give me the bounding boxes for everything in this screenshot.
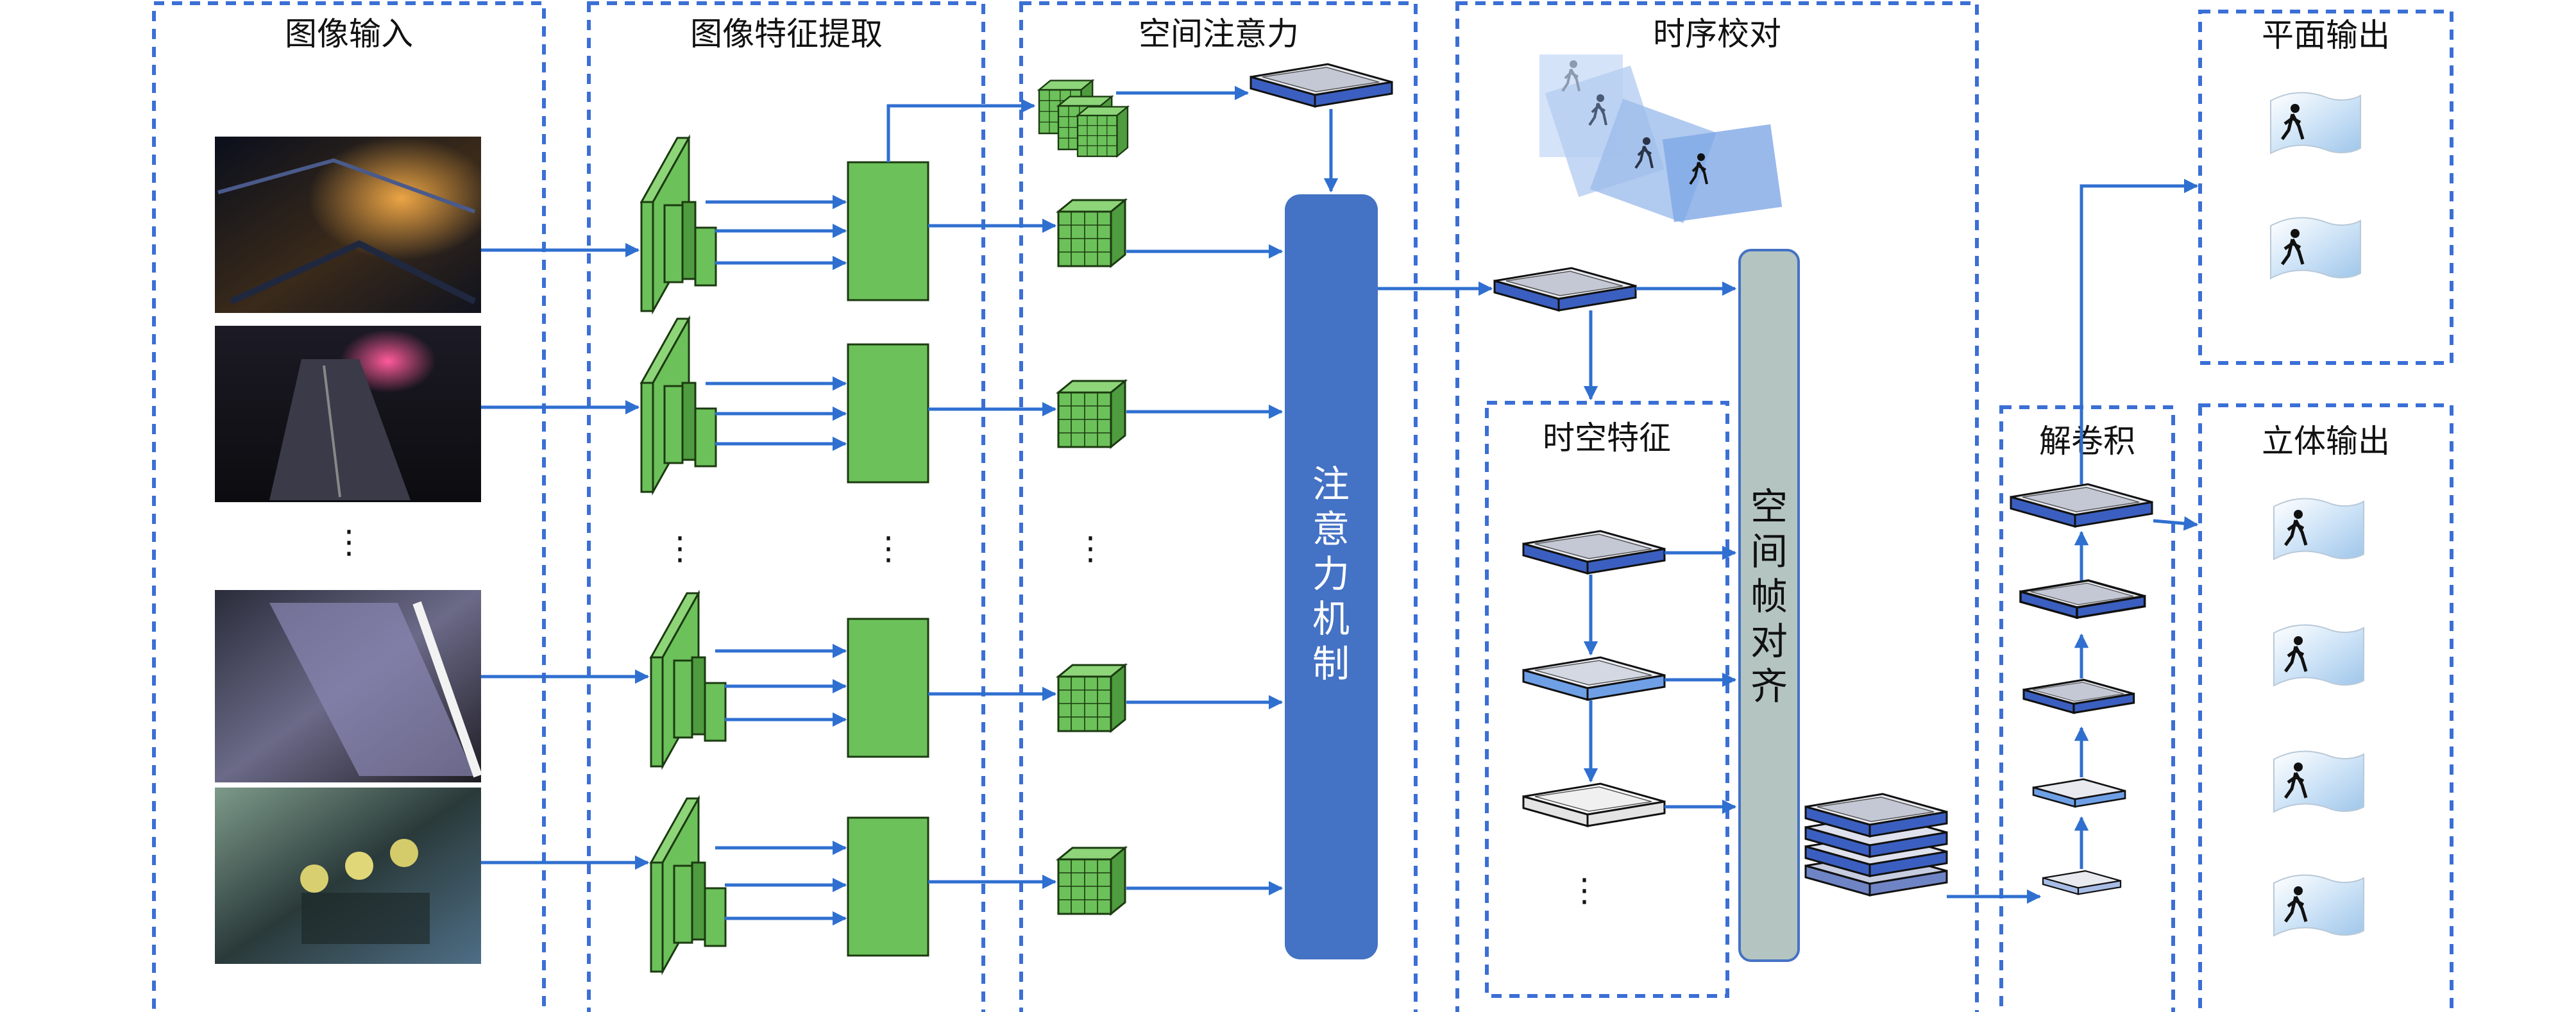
feature-cube-2 xyxy=(1057,380,1126,448)
stereo-output-4 xyxy=(2273,874,2364,936)
panel-image-input xyxy=(152,1,546,1012)
stereo-output-1 xyxy=(2273,498,2364,560)
walking-person-icon xyxy=(2284,886,2308,923)
panel-title-temporal-alignment: 时序校对 xyxy=(1653,15,1781,53)
feature-box-3 xyxy=(847,618,929,758)
deconv-layer-1 xyxy=(2010,483,2153,528)
walking-person-icon xyxy=(2284,510,2308,546)
attention-mechanism-label: 注 意 力 机 制 xyxy=(1312,462,1350,686)
input-image-2 xyxy=(215,326,481,502)
panel-title-planar-output: 平面输出 xyxy=(2262,17,2390,54)
deconv-layer-5 xyxy=(2042,870,2122,895)
feature-box-ellipsis: ⋮ xyxy=(872,530,904,567)
walking-person-icon xyxy=(2284,763,2308,799)
feature-box-4 xyxy=(847,816,929,957)
panel-temporal-alignment xyxy=(1455,1,1979,1012)
panel-deconvolution xyxy=(1999,405,2175,1012)
walking-person-icon xyxy=(2284,636,2308,673)
attention-char-2: 意 xyxy=(1312,507,1350,551)
attention-char-3: 力 xyxy=(1312,552,1350,596)
alignment-char-2: 间 xyxy=(1750,530,1788,573)
walking-person-icon xyxy=(1588,94,1607,126)
panel-title-feature-extraction: 图像特征提取 xyxy=(690,15,883,53)
attention-char-5: 制 xyxy=(1312,642,1350,686)
st-feature-tray-1 xyxy=(1522,530,1666,575)
alignment-char-3: 帧 xyxy=(1750,575,1788,618)
st-feature-tray-2 xyxy=(1522,656,1666,701)
feature-cube-ellipsis: ⋮ xyxy=(1074,530,1106,567)
st-feature-ellipsis: ⋮ xyxy=(1568,872,1600,909)
input-image-1 xyxy=(215,137,481,313)
panel-stereo-output xyxy=(2198,403,2453,1012)
panel-feature-extraction xyxy=(587,1,985,1012)
cnn-stack-3 xyxy=(649,589,727,770)
walking-person-icon xyxy=(2280,104,2305,140)
feature-cube-3 xyxy=(1057,664,1126,732)
feature-cube-1 xyxy=(1057,199,1126,267)
panel-title-image-input: 图像输入 xyxy=(285,15,413,53)
panel-spatial-attention xyxy=(1019,1,1418,1012)
walking-person-icon xyxy=(1634,137,1654,169)
deconv-layer-4 xyxy=(2032,778,2126,808)
attention-char-4: 机 xyxy=(1312,597,1350,641)
feature-cube-stack xyxy=(1038,80,1129,157)
input-image-4 xyxy=(215,788,481,964)
attention-weight-tray xyxy=(1250,63,1393,108)
alignment-char-5: 齐 xyxy=(1750,664,1788,708)
alignment-char-4: 对 xyxy=(1750,620,1788,663)
spatial-frame-alignment-label: 空 间 帧 对 齐 xyxy=(1750,485,1788,708)
attention-mechanism-block xyxy=(1285,194,1378,959)
aligned-tray-stack xyxy=(1804,793,1948,897)
deconv-layer-3 xyxy=(2022,679,2135,714)
cnn-stack-4 xyxy=(649,795,727,975)
temporal-frame-cluster xyxy=(1539,55,1783,223)
temporal-feature-tray xyxy=(1493,267,1637,312)
panel-title-spatial-attention: 空间注意力 xyxy=(1139,15,1299,53)
st-feature-tray-3 xyxy=(1522,782,1666,827)
spatial-frame-alignment-block xyxy=(1738,249,1800,962)
walking-person-icon xyxy=(2280,229,2305,266)
feature-box-2 xyxy=(847,343,929,484)
flow-arrows xyxy=(481,85,2199,926)
alignment-char-1: 空 xyxy=(1750,485,1788,528)
feature-box-1 xyxy=(847,161,929,301)
attention-char-1: 注 xyxy=(1312,462,1350,506)
panel-planar-output xyxy=(2198,10,2453,365)
cnn-stack-1 xyxy=(640,134,717,315)
cnn-ellipsis: ⋮ xyxy=(664,530,696,567)
input-image-3 xyxy=(215,590,482,782)
input-ellipsis: ⋮ xyxy=(333,523,365,561)
walking-person-icon xyxy=(1561,60,1580,92)
stereo-output-3 xyxy=(2273,750,2364,813)
stereo-output-2 xyxy=(2273,624,2364,686)
panel-spatiotemporal-feature xyxy=(1485,401,1729,998)
panel-title-deconvolution: 解卷积 xyxy=(2039,423,2135,460)
walking-person-icon xyxy=(1689,153,1708,185)
planar-output-2 xyxy=(2270,217,2361,279)
planar-output-1 xyxy=(2270,92,2361,154)
panel-title-spatiotemporal-feature: 时空特征 xyxy=(1543,419,1671,457)
deconv-layer-2 xyxy=(2019,579,2146,620)
cnn-stack-2 xyxy=(640,315,717,496)
feature-cube-4 xyxy=(1057,847,1126,915)
panel-title-stereo-output: 立体输出 xyxy=(2262,423,2390,460)
